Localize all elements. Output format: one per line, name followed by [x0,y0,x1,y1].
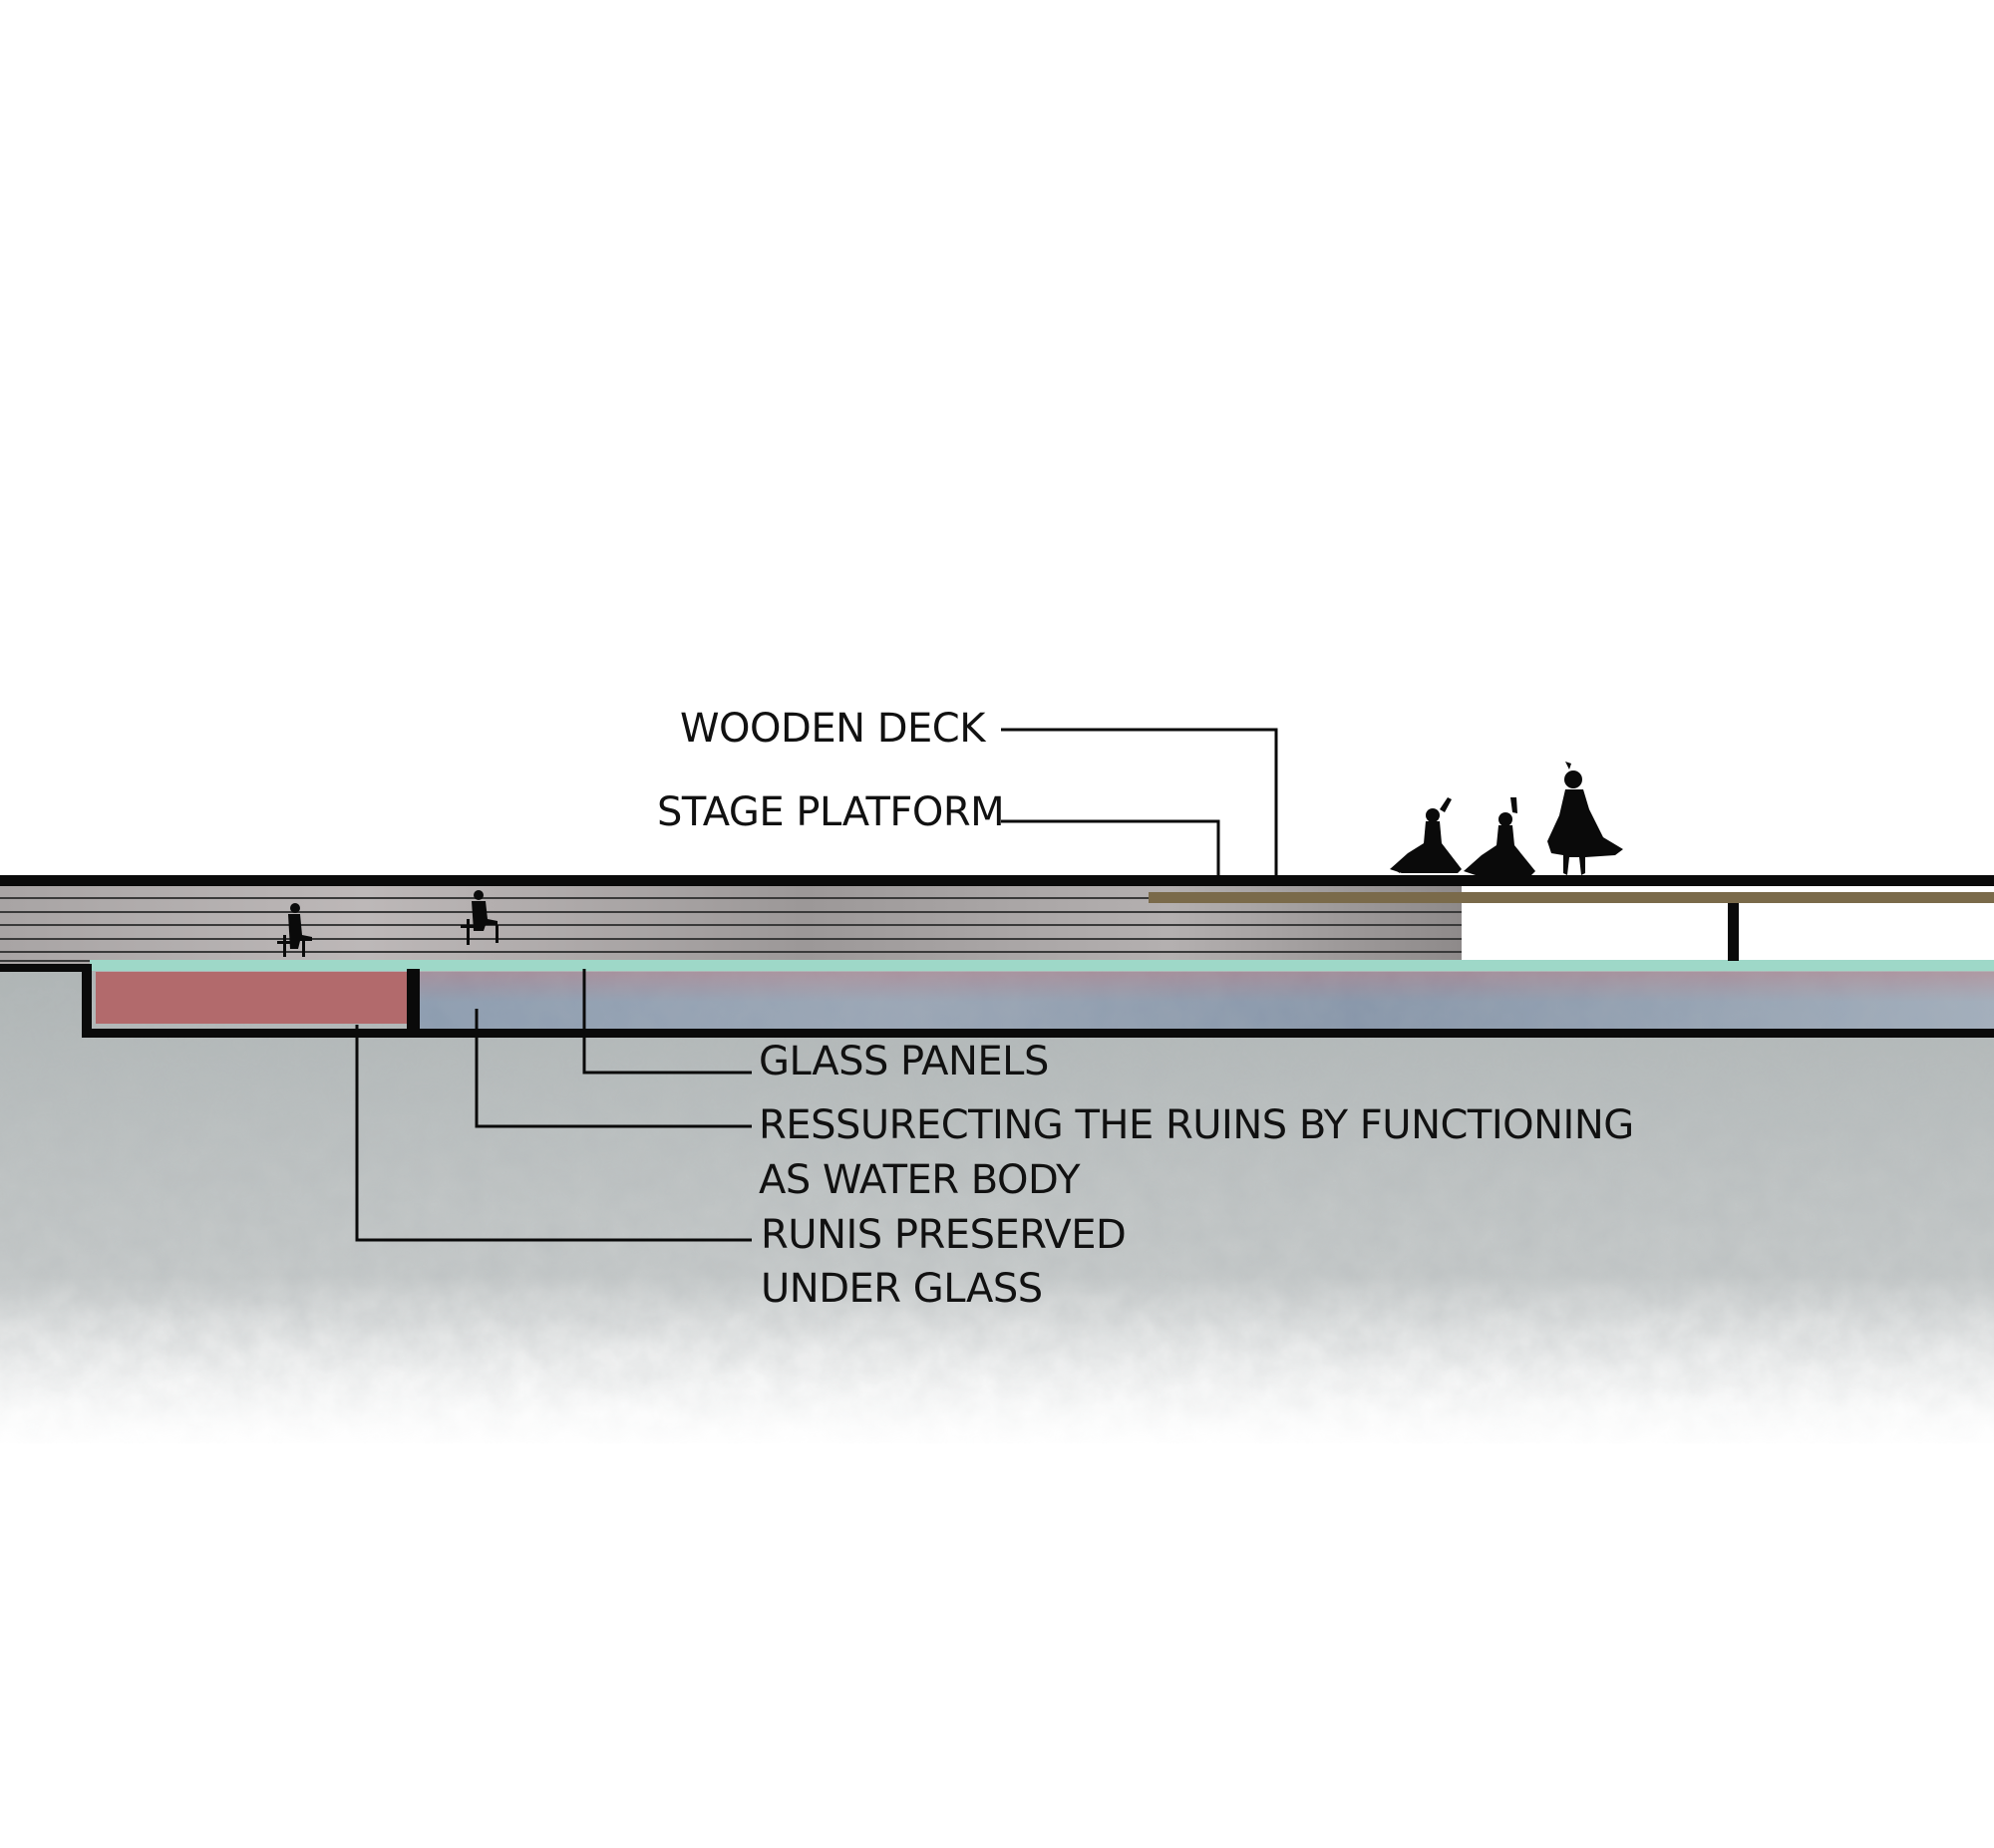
dancer-icon [1464,797,1535,875]
label-ruins-line2: UNDER GLASS [761,1266,1043,1312]
seating-steps [0,885,1462,965]
ruins-block [96,972,409,1024]
seated-person-icon [277,903,312,957]
structure-outline [0,875,1994,1038]
label-water-body-line1: RESSURECTING THE RUINS BY FUNCTIONING [759,1102,1634,1148]
glass-panel-strip [90,960,1994,971]
label-glass-panels: GLASS PANELS [759,1039,1049,1084]
label-wooden-deck: WOODEN DECK [680,706,987,752]
leader-lines [355,728,1278,1242]
seated-person-icon [461,890,498,945]
dancer-icon [1547,762,1623,875]
label-stage-platform: STAGE PLATFORM [657,789,1004,835]
label-ruins-line1: RUNIS PRESERVED [761,1212,1126,1258]
label-water-body-line2: AS WATER BODY [759,1157,1081,1203]
wooden-deck [1149,892,1994,903]
dancer-icon [1390,797,1462,873]
water-body [417,972,1994,1032]
ground-soil [0,965,1994,1443]
